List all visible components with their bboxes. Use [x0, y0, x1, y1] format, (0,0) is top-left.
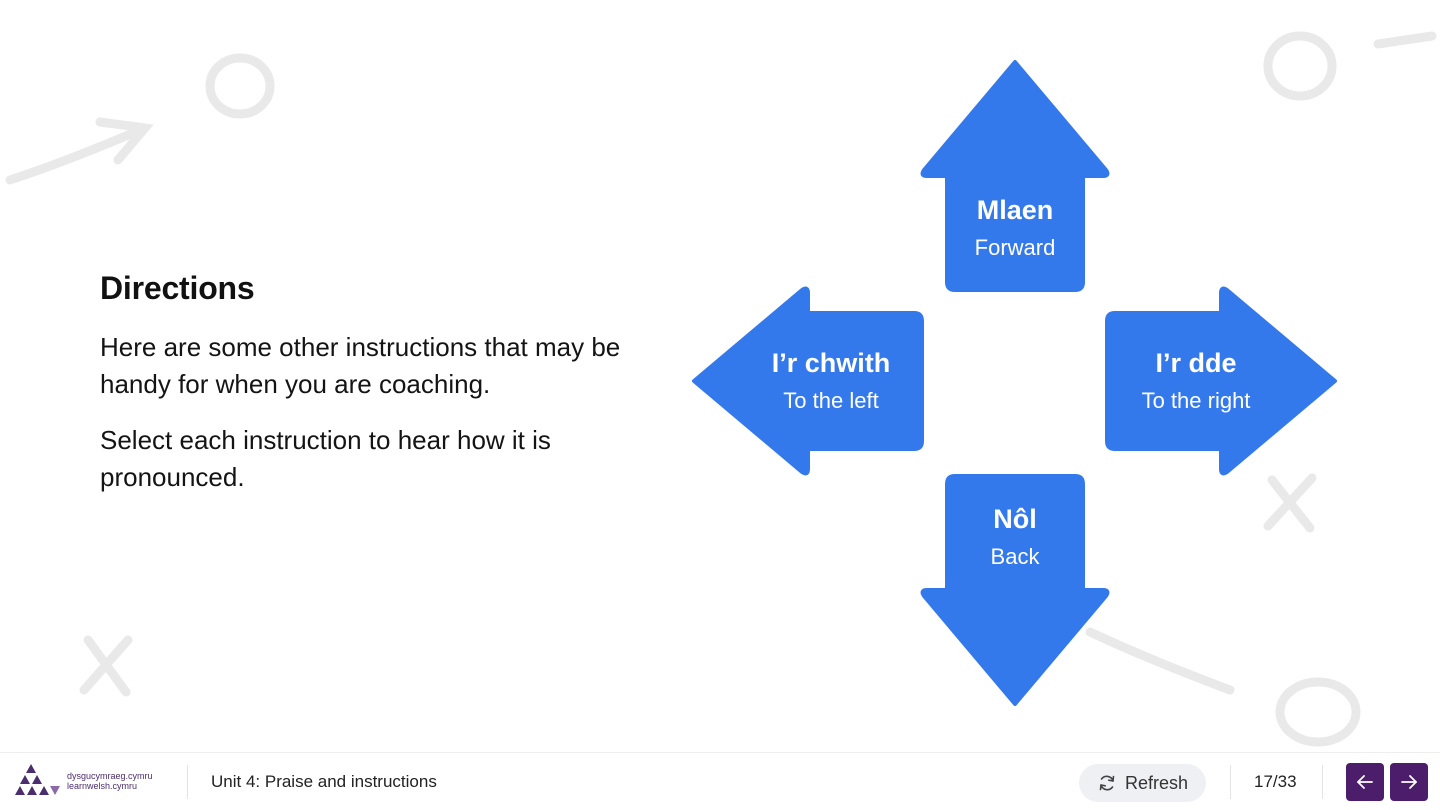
footer-bar: dysgucymraeg.cymru learnwelsh.cymru Unit… [0, 752, 1440, 810]
chalk-circle-icon [1275, 677, 1361, 747]
arrow-right-icon [1401, 775, 1417, 789]
learn-welsh-logo-icon [15, 764, 60, 795]
next-button[interactable] [1390, 763, 1428, 801]
chalk-x-icon [1263, 473, 1317, 533]
chalk-arrow-icon [1085, 627, 1235, 695]
forward-welsh-label: Mlaen [976, 195, 1054, 225]
left-welsh-label: I’r chwith [771, 348, 891, 378]
page-counter: 17/33 [1254, 772, 1297, 791]
page-title: Directions [100, 270, 255, 306]
logo-line-english: learnwelsh.cymru [67, 781, 138, 791]
logo-line-welsh: dysgucymraeg.cymru [67, 771, 153, 781]
divider [1230, 765, 1231, 799]
refresh-label: Refresh [1124, 772, 1189, 793]
divider [1322, 765, 1323, 799]
right-arrow-button[interactable]: I’r dde To the right [1105, 286, 1339, 476]
right-english-label: To the right [1141, 388, 1251, 413]
forward-english-label: Forward [974, 235, 1056, 260]
right-welsh-label: I’r dde [1155, 348, 1237, 378]
instruction-paragraph: Select each instruction to hear how it i… [100, 425, 551, 492]
arrow-up-icon [920, 60, 1110, 292]
intro-paragraph: Here are some other instructions that ma… [100, 332, 621, 399]
back-english-label: Back [990, 544, 1040, 569]
logo-text: dysgucymraeg.cymru learnwelsh.cymru [67, 771, 153, 791]
back-welsh-label: Nôl [993, 504, 1037, 534]
left-english-label: To the left [783, 388, 879, 413]
chalk-x-icon [79, 635, 133, 697]
arrow-down-icon [920, 474, 1110, 706]
arrow-left-icon [1357, 775, 1373, 789]
back-arrow-button[interactable]: Nôl Back [920, 474, 1110, 708]
refresh-button[interactable]: Refresh [1079, 764, 1206, 802]
forward-arrow-button[interactable]: Mlaen Forward [920, 58, 1110, 292]
chalk-circle-icon [205, 53, 275, 119]
chalk-circle-icon [1263, 31, 1337, 101]
chalk-decoration [5, 31, 1437, 747]
left-arrow-button[interactable]: I’r chwith To the left [690, 286, 924, 476]
refresh-icon [1099, 775, 1115, 791]
previous-button[interactable] [1346, 763, 1384, 801]
divider [187, 765, 188, 799]
chalk-line-icon [1373, 31, 1437, 49]
content-block: Directions Here are some other instructi… [100, 270, 660, 515]
arrow-left-icon [692, 286, 924, 476]
arrow-right-icon [1105, 286, 1337, 476]
chalk-arrow-icon [5, 117, 154, 185]
unit-title: Unit 4: Praise and instructions [211, 772, 437, 791]
